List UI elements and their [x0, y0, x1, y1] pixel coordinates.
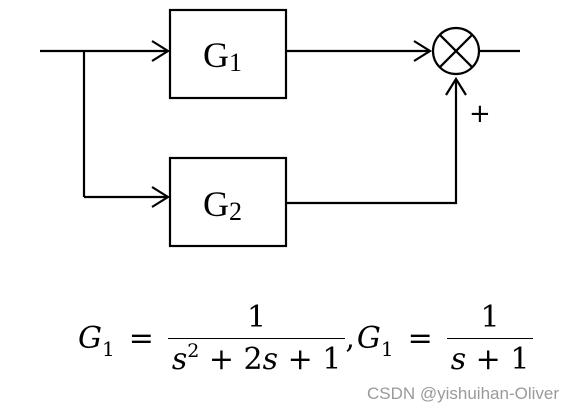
fraction-1-denominator: s2 + 2s + 1	[167, 337, 346, 376]
formula-lhs-1: G1	[78, 321, 115, 362]
arrow-into-sum-bottom	[445, 76, 467, 96]
arrow-into-g2	[151, 186, 171, 208]
arrow-into-sum-left	[413, 40, 433, 62]
formula-lhs-2: G1	[356, 321, 394, 362]
fraction-1-numerator: 1	[247, 300, 267, 335]
g2-label: G2	[203, 184, 242, 226]
block-diagram: G1 G2 +	[40, 8, 520, 248]
transfer-function-formula: G1 = 1 s2 + 2s + 1 , G1 = 1 s + 1	[78, 300, 534, 376]
equals-sign-2: =	[407, 321, 433, 357]
formula-comma: ,	[345, 321, 355, 357]
equals-sign-1: =	[128, 321, 154, 357]
fraction-2-denominator: s + 1	[446, 337, 534, 376]
g2-block	[168, 156, 288, 248]
watermark: CSDN @yishuihan-Oliver	[366, 384, 559, 403]
summing-junction	[431, 26, 481, 76]
fraction-1: 1 s2 + 2s + 1	[167, 300, 346, 376]
fraction-2-numerator: 1	[480, 300, 500, 335]
g2-output-line	[286, 80, 458, 205]
plus-sign: +	[469, 99, 491, 129]
arrow-into-g1	[151, 40, 171, 62]
g1-block	[168, 8, 288, 100]
g1-label: G1	[203, 35, 242, 77]
fraction-2: 1 s + 1	[446, 300, 534, 376]
